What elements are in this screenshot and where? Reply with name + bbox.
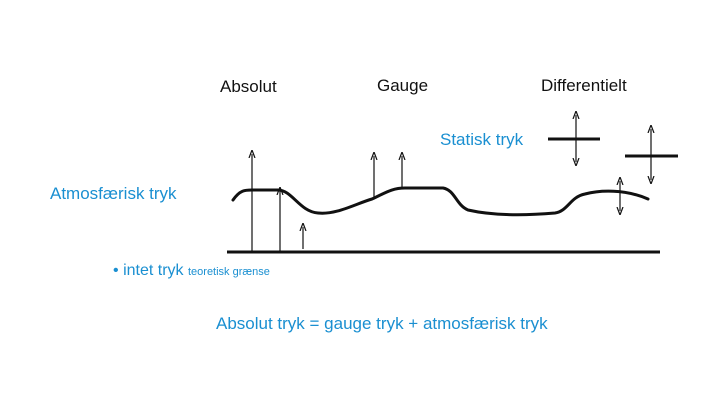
- theoretical-limit-text: teoretisk grænse: [187, 266, 270, 278]
- bullet-icon: •: [113, 262, 119, 279]
- pressure-formula: Absolut tryk = gauge tryk + atmosfærisk …: [216, 314, 548, 333]
- header-differential: Differentielt: [541, 76, 627, 95]
- no-pressure-text: intet tryk: [123, 262, 184, 279]
- header-gauge: Gauge: [377, 76, 429, 95]
- static-pressure-label: Statisk tryk: [440, 130, 524, 149]
- no-pressure-label: • intet tryk teoretisk grænse: [113, 263, 270, 279]
- header-absolute: Absolut: [220, 77, 277, 96]
- atmospheric-pressure-curve: [231, 186, 650, 217]
- atmospheric-pressure-label: Atmosfærisk tryk: [50, 184, 177, 203]
